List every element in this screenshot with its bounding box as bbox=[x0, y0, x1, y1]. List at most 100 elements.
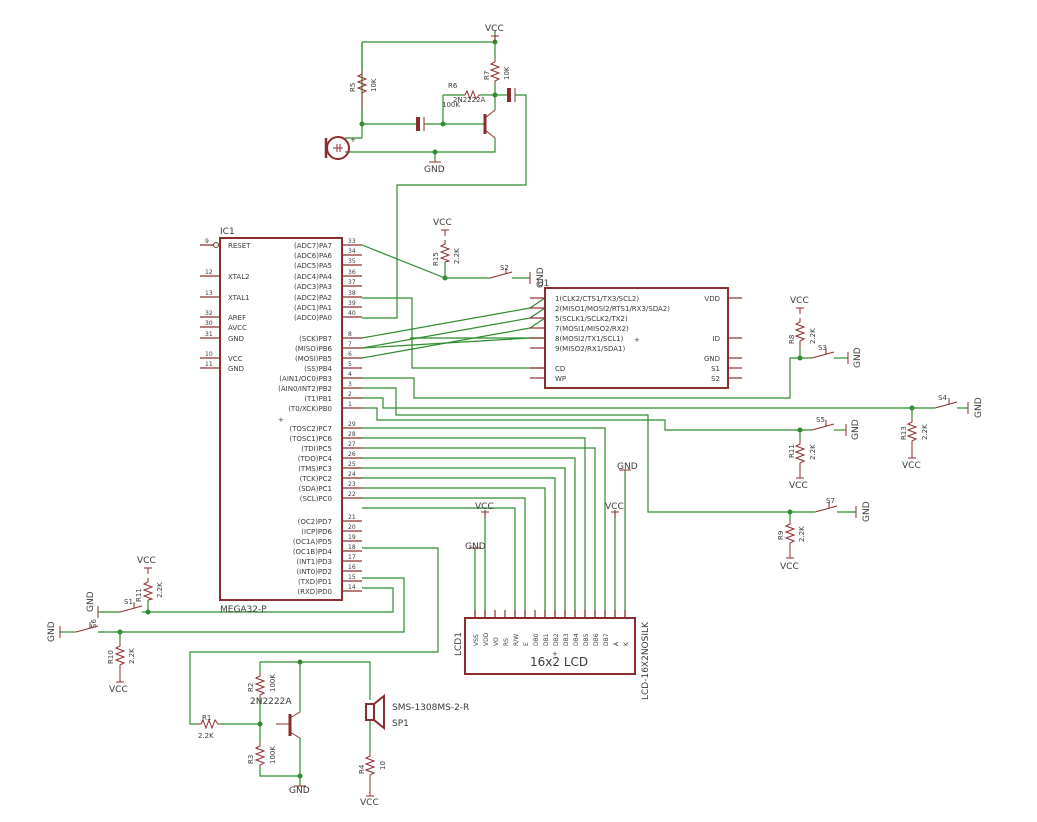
r11-value: 2.2K bbox=[156, 582, 164, 598]
vcc-label: VCC bbox=[485, 24, 504, 34]
mcu-pin-number: 11 bbox=[205, 361, 213, 368]
vcc-symbol: VCC bbox=[605, 502, 624, 518]
mcu-pin-number: 26 bbox=[348, 451, 356, 458]
s5-refdes: S5 bbox=[816, 416, 825, 424]
sd-card-u1: U1 + 1(CLK2/CTS1/TX3/SCL2)2(MISO1/MOSI2/… bbox=[530, 279, 742, 389]
mcu-pin-number: 7 bbox=[348, 341, 352, 348]
switch-s5: S5 bbox=[811, 416, 846, 431]
lcd-pin-name: DB7 bbox=[603, 633, 610, 646]
switch-s1: S1 bbox=[98, 598, 148, 613]
mcu-pin-name: (TMS)PC3 bbox=[298, 465, 332, 473]
gnd-label: GND bbox=[536, 267, 546, 288]
sd-refdes: U1 bbox=[537, 279, 549, 289]
vcc-symbol: VCC bbox=[790, 296, 809, 314]
sd-pin-name: 2(MISO1/MOSI2/RTS1/RX3/SDA2) bbox=[555, 305, 670, 313]
sd-pin-name: CD bbox=[555, 365, 565, 373]
gnd-symbol: GND bbox=[845, 419, 861, 440]
lcd-pin-name: DB6 bbox=[593, 633, 600, 646]
lcd-pin-name: A bbox=[613, 641, 620, 646]
vcc-symbol: VCC bbox=[789, 472, 808, 491]
mcu-pin-number: 13 bbox=[205, 290, 213, 297]
mcu-pin-number: 8 bbox=[348, 331, 352, 338]
lcd-pin-name: DB0 bbox=[533, 633, 540, 646]
vcc-symbol: VCC bbox=[475, 502, 494, 518]
mcu-pin-name: (TDI)PC5 bbox=[301, 445, 332, 453]
mcu-pin-name: (ADC3)PA3 bbox=[294, 283, 332, 291]
sd-origin-mark: + bbox=[634, 336, 640, 344]
mcu-pin-number: 30 bbox=[205, 320, 213, 327]
gnd-label: GND bbox=[617, 462, 638, 472]
lcd-value: 16x2 LCD bbox=[530, 655, 588, 669]
resistor-r7 bbox=[489, 58, 501, 84]
mcu-pin-name: (SDA)PC1 bbox=[298, 485, 332, 493]
mcu-pin-name: (MISO)PB6 bbox=[295, 345, 333, 353]
mcu-pin-name: GND bbox=[228, 335, 244, 343]
resistor-r11-right bbox=[794, 440, 806, 472]
gnd-symbol: GND bbox=[967, 397, 984, 418]
mcu-pin-number: 40 bbox=[348, 310, 356, 317]
lcd-pin-name: DB4 bbox=[573, 633, 580, 646]
mcu-pin-number: 39 bbox=[348, 300, 356, 307]
mcu-pin-name: (MOSI)PB5 bbox=[295, 355, 332, 363]
sd-pin-name: WP bbox=[555, 375, 566, 383]
lcd-pin-name: VO bbox=[493, 637, 500, 646]
mcu-pin-number: 9 bbox=[205, 238, 209, 245]
r1-value: 2.2K bbox=[198, 732, 214, 740]
mcu-pin-name: RESET bbox=[228, 242, 251, 250]
mcu-pin-number: 34 bbox=[348, 248, 356, 255]
mcu-pin-name: (OC1B)PD4 bbox=[293, 548, 333, 556]
sd-pin-name: VDD bbox=[704, 295, 720, 303]
switch-s7: S7 bbox=[814, 497, 856, 513]
resistor-r15 bbox=[439, 240, 451, 263]
gnd-symbol: GND bbox=[465, 542, 486, 552]
mcu-pin-number: 23 bbox=[348, 481, 356, 488]
gnd-label: GND bbox=[424, 165, 445, 175]
sd-pin-name: S2 bbox=[711, 375, 720, 383]
mcu-pin-name: (INT0)PD2 bbox=[296, 568, 332, 576]
mcu-pin-number: 36 bbox=[348, 269, 356, 276]
mcu-pin-name: (ADC0)PA0 bbox=[294, 314, 332, 322]
r7-refdes: R7 bbox=[483, 71, 491, 80]
wires bbox=[119, 30, 935, 786]
gnd-label: GND bbox=[47, 621, 57, 642]
r11-right-value: 2.2K bbox=[809, 444, 817, 460]
mcu-pin-number: 3 bbox=[348, 381, 352, 388]
mcu-pin-number: 16 bbox=[348, 564, 356, 571]
gnd-label: GND bbox=[862, 501, 872, 522]
r5-value: 10K bbox=[370, 78, 378, 92]
mcu-pin-name: (TOSC2)PC7 bbox=[289, 425, 332, 433]
mcu-pin-name: (ADC1)PA1 bbox=[294, 304, 332, 312]
mcu-pin-name: (ADC7)PA7 bbox=[294, 242, 332, 250]
gnd-symbol: GND bbox=[47, 621, 61, 642]
resistor-r4 bbox=[364, 752, 376, 790]
mcu-pin-number: 21 bbox=[348, 514, 356, 521]
transistor-bottom: 2N2222A bbox=[250, 697, 301, 739]
gnd-label: GND bbox=[86, 591, 96, 612]
r6-refdes: R6 bbox=[448, 82, 458, 90]
sd-pin-name: S1 bbox=[711, 365, 720, 373]
mic-plus: + bbox=[350, 136, 356, 144]
lcd-pin-name: E bbox=[523, 642, 530, 646]
mcu-pin-number: 28 bbox=[348, 431, 356, 438]
r13-value: 2.2K bbox=[921, 424, 929, 440]
vcc-label: VCC bbox=[605, 502, 624, 512]
mcu-pin-name: (T0/XCK)PB0 bbox=[288, 405, 332, 413]
mcu-pin-number: 20 bbox=[348, 524, 356, 531]
r4-refdes: R4 bbox=[358, 764, 366, 774]
gnd-symbol: GND bbox=[86, 591, 99, 618]
r10-value: 2.2K bbox=[128, 648, 136, 664]
mcu-pin-name: (INT1)PD3 bbox=[296, 558, 332, 566]
sd-left-pins: 1(CLK2/CTS1/TX3/SCL2)2(MISO1/MOSI2/RTS1/… bbox=[530, 295, 670, 383]
transistor-top: 2N2222A bbox=[453, 96, 496, 139]
mcu-left-pins: 9RESET12XTAL213XTAL132AREF30AVCC31GND10V… bbox=[200, 238, 251, 373]
mcu-ic1: IC1 MEGA32-P + 9RESET12XTAL213XTAL132ARE… bbox=[200, 227, 362, 615]
lcd-origin-mark: + bbox=[552, 650, 558, 658]
vcc-label: VCC bbox=[789, 481, 808, 491]
r7-value: 10K bbox=[503, 66, 511, 80]
gnd-label: GND bbox=[465, 542, 486, 552]
r9-refdes: R9 bbox=[777, 531, 785, 540]
gnd-label: GND bbox=[853, 347, 863, 368]
mcu-pin-number: 33 bbox=[348, 238, 356, 245]
